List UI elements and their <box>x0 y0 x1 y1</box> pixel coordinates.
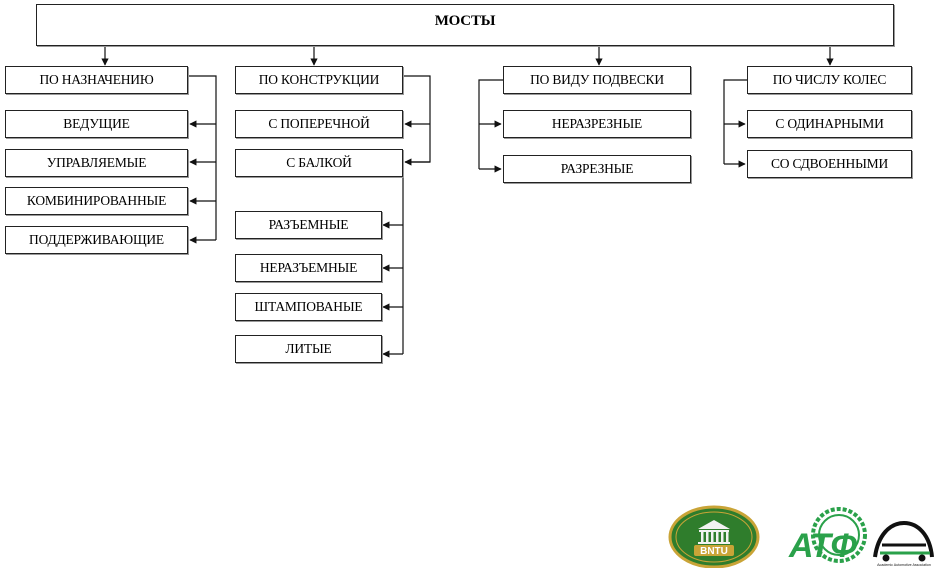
atf-logo: АТФ <box>788 507 867 565</box>
beam-subitem-stamped: ШТАМПОВАНЫЕ <box>235 293 382 321</box>
category-wheels-header: ПО ЧИСЛУ КОЛЕС <box>747 66 912 94</box>
wheels-item-single: С ОДИНАРНЫМИ <box>747 110 912 138</box>
diagram-title: МОСТЫ <box>36 4 894 46</box>
bntu-logo-text: BNTU <box>700 546 728 557</box>
purpose-item-driving: ВЕДУЩИЕ <box>5 110 188 138</box>
atf-logo-text: АТФ <box>788 527 857 565</box>
purpose-item-combined: КОМБИНИРОВАННЫЕ <box>5 187 188 215</box>
category-construction-header: ПО КОНСТРУКЦИИ <box>235 66 403 94</box>
purpose-item-steered: УПРАВЛЯЕМЫЕ <box>5 149 188 177</box>
wheels-item-dual: СО СДВОЕННЫМИ <box>747 150 912 178</box>
beam-subitem-split: РАЗЪЕМНЫЕ <box>235 211 382 239</box>
aaa-logo-text: Academic Automotive Association <box>877 563 931 567</box>
category-purpose-header: ПО НАЗНАЧЕНИЮ <box>5 66 188 94</box>
logo-group: BNTU АТФ Academic Automotive Association <box>668 505 934 568</box>
purpose-item-supporting: ПОДДЕРЖИВАЮЩИЕ <box>5 226 188 254</box>
beam-subitem-cast: ЛИТЫЕ <box>235 335 382 363</box>
suspension-item-split: РАЗРЕЗНЫЕ <box>503 155 691 183</box>
beam-subitem-solid: НЕРАЗЪЕМНЫЕ <box>235 254 382 282</box>
suspension-item-rigid: НЕРАЗРЕЗНЫЕ <box>503 110 691 138</box>
construction-item-beam: С БАЛКОЙ <box>235 149 403 177</box>
bntu-logo: BNTU <box>668 505 760 568</box>
category-suspension-header: ПО ВИДУ ПОДВЕСКИ <box>503 66 691 94</box>
construction-item-transverse: С ПОПЕРЕЧНОЙ <box>235 110 403 138</box>
aaa-logo: Academic Automotive Association <box>873 520 934 567</box>
